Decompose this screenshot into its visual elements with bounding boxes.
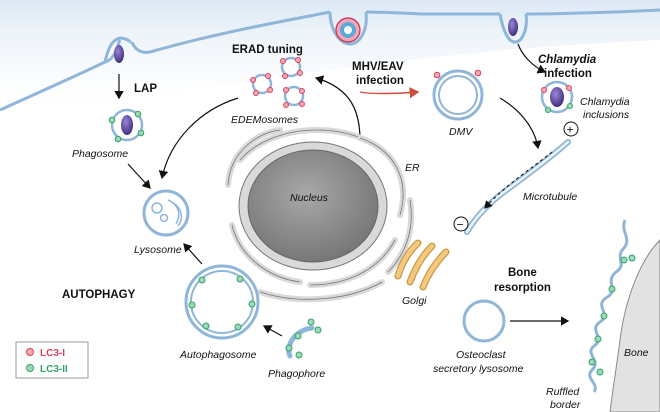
virus-entry	[328, 11, 368, 46]
dmv-label: DMV	[449, 126, 473, 138]
phagophore-label: Phagophore	[268, 368, 325, 380]
bone-resorption-label-2: resorption	[494, 282, 551, 294]
ruffled-border-label-2: border	[550, 399, 581, 411]
er-to-dmv-arrow	[359, 87, 420, 99]
ruffled-border	[588, 219, 629, 393]
mhv-eav-label-2: infection	[356, 75, 404, 87]
lc3-ii-legend-marker	[26, 364, 34, 372]
lysosome-label: Lysosome	[134, 244, 182, 256]
plus-end-icon: +	[563, 121, 579, 137]
chlamydia-inclusions-label-2: inclusions	[583, 109, 630, 121]
dmv-to-microtubule-arrow	[499, 97, 542, 150]
lc3-i-legend-label: LC3-I	[40, 348, 65, 359]
osteoclast-label-1: Osteoclast	[456, 349, 507, 361]
chlamydia-inclusions-label-1: Chlamydia	[580, 96, 630, 108]
minus-end-icon: −	[453, 216, 469, 232]
golgi	[394, 239, 450, 291]
edemosomes	[250, 56, 305, 108]
phagophore	[285, 318, 322, 359]
legend: LC3-I LC3-II	[15, 341, 89, 379]
bone-resorption-label-1: Bone	[508, 267, 537, 279]
bone-label: Bone	[624, 347, 649, 359]
bone	[609, 239, 660, 412]
autophagosome	[184, 264, 260, 340]
ruffled-border-label-1: Ruffled	[546, 386, 580, 398]
endoplasmic-reticulum	[225, 127, 415, 303]
er-to-edemosomes-arrow	[314, 75, 361, 141]
bacterium-icon	[114, 45, 124, 63]
lap-entry	[103, 36, 134, 100]
phagophore-to-autophagosome-arrow	[262, 325, 283, 337]
chlamydia-bacterium-icon	[508, 18, 518, 36]
edemosomes-label: EDEMosomes	[231, 114, 299, 126]
golgi-label: Golgi	[402, 295, 427, 307]
chlamydia-label-1: Chlamydia	[538, 54, 597, 66]
phagosome-to-lysosome-arrow	[127, 163, 151, 189]
cytoplasm-shade	[0, 0, 660, 120]
nucleus	[247, 149, 379, 263]
mhv-eav-label-1: MHV/EAV	[352, 61, 404, 73]
lc3-ii-legend-label: LC3-II	[40, 364, 68, 375]
autophagy-label: AUTOPHAGY	[62, 289, 136, 301]
lysosome	[142, 189, 190, 237]
autophagosome-label: Autophagosome	[179, 349, 257, 361]
chlamydia-inclusion	[540, 80, 574, 114]
lap-label: LAP	[134, 83, 157, 95]
phagosome-label: Phagosome	[72, 148, 128, 160]
edemosomes-to-lysosome-arrow	[158, 97, 239, 180]
svg-text:+: +	[567, 123, 574, 137]
lc3-i-legend-marker	[26, 348, 34, 356]
dynein-transport-arrow	[484, 151, 553, 209]
erad-tuning-label: ERAD tuning	[232, 44, 303, 56]
autophagosome-to-lysosome-arrow	[183, 243, 203, 265]
ruffled-border-lc3-dots	[588, 254, 636, 376]
phagosome	[108, 108, 145, 143]
osteoclast-lysosome	[462, 299, 506, 343]
microtubule-label: Microtubule	[523, 191, 577, 203]
er-label: ER	[405, 162, 420, 174]
chlamydia-entry	[498, 13, 547, 74]
plasma-membrane	[0, 8, 660, 112]
chlamydia-label-2: infection	[544, 68, 592, 80]
nucleus-label: Nucleus	[290, 192, 329, 204]
dmv	[432, 69, 484, 121]
osteoclast-label-2: secretory lysosome	[433, 363, 524, 375]
svg-text:−: −	[457, 218, 464, 232]
